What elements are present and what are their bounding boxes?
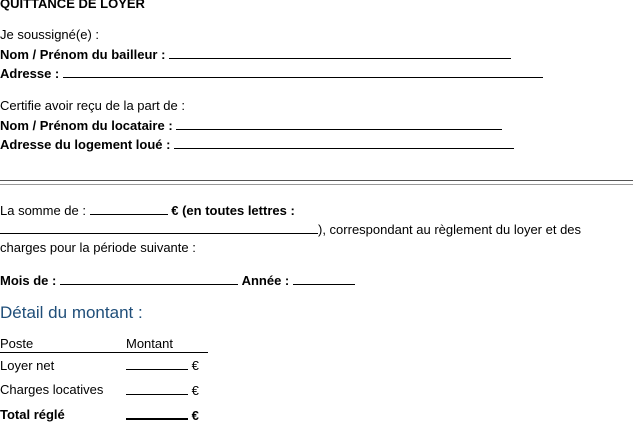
somme-letters-line: ), correspondant au règlement du loyer e… [0,221,581,238]
table-row: Loyer net € [0,353,208,378]
document-title: QUITTANCE DE LOYER [0,0,145,11]
bailleur-address-field[interactable] [62,65,543,78]
currency: € [191,382,199,398]
bailleur-address-line: Adresse : [0,65,543,82]
row-label: Charges locatives [0,382,104,398]
bailleur-intro: Je soussigné(e) : [0,27,99,42]
header-montant: Montant [126,334,208,353]
amount-field[interactable] [126,357,188,371]
currency: € [191,407,199,423]
mois-field[interactable] [59,272,238,285]
periode-line: Mois de : Année : [0,272,355,289]
detail-heading: Détail du montant : [0,303,143,322]
somme-letters-field[interactable] [0,221,318,234]
bailleur-name-line: Nom / Prénom du bailleur : [0,46,512,63]
somme-line: La somme de : € (en toutes lettres : [0,202,295,218]
locataire-address-line: Adresse du logement loué : [0,136,515,153]
amount-field[interactable] [126,382,188,395]
annee-field[interactable] [292,272,355,285]
detail-table: Poste Montant Loyer net € Charges locati… [0,334,208,427]
bailleur-name-field[interactable] [169,46,512,59]
table-row: Total réglé € [0,402,208,427]
row-label: Total réglé [0,406,65,422]
locataire-intro: Certifie avoir reçu de la part de : [0,98,185,113]
divider [0,180,633,185]
locataire-name-line: Nom / Prénom du locataire : [0,117,503,134]
header-poste: Poste [0,334,126,353]
logement-address-field[interactable] [174,136,515,149]
table-header-row: Poste Montant [0,334,208,353]
table-row: Charges locatives € [0,378,208,403]
currency: € [191,358,199,374]
somme-amount-field[interactable] [89,202,168,215]
locataire-name-field[interactable] [176,117,503,130]
amount-field[interactable] [126,406,188,420]
periode-intro: charges pour la période suivante : [0,240,196,255]
row-label: Loyer net [0,357,55,373]
